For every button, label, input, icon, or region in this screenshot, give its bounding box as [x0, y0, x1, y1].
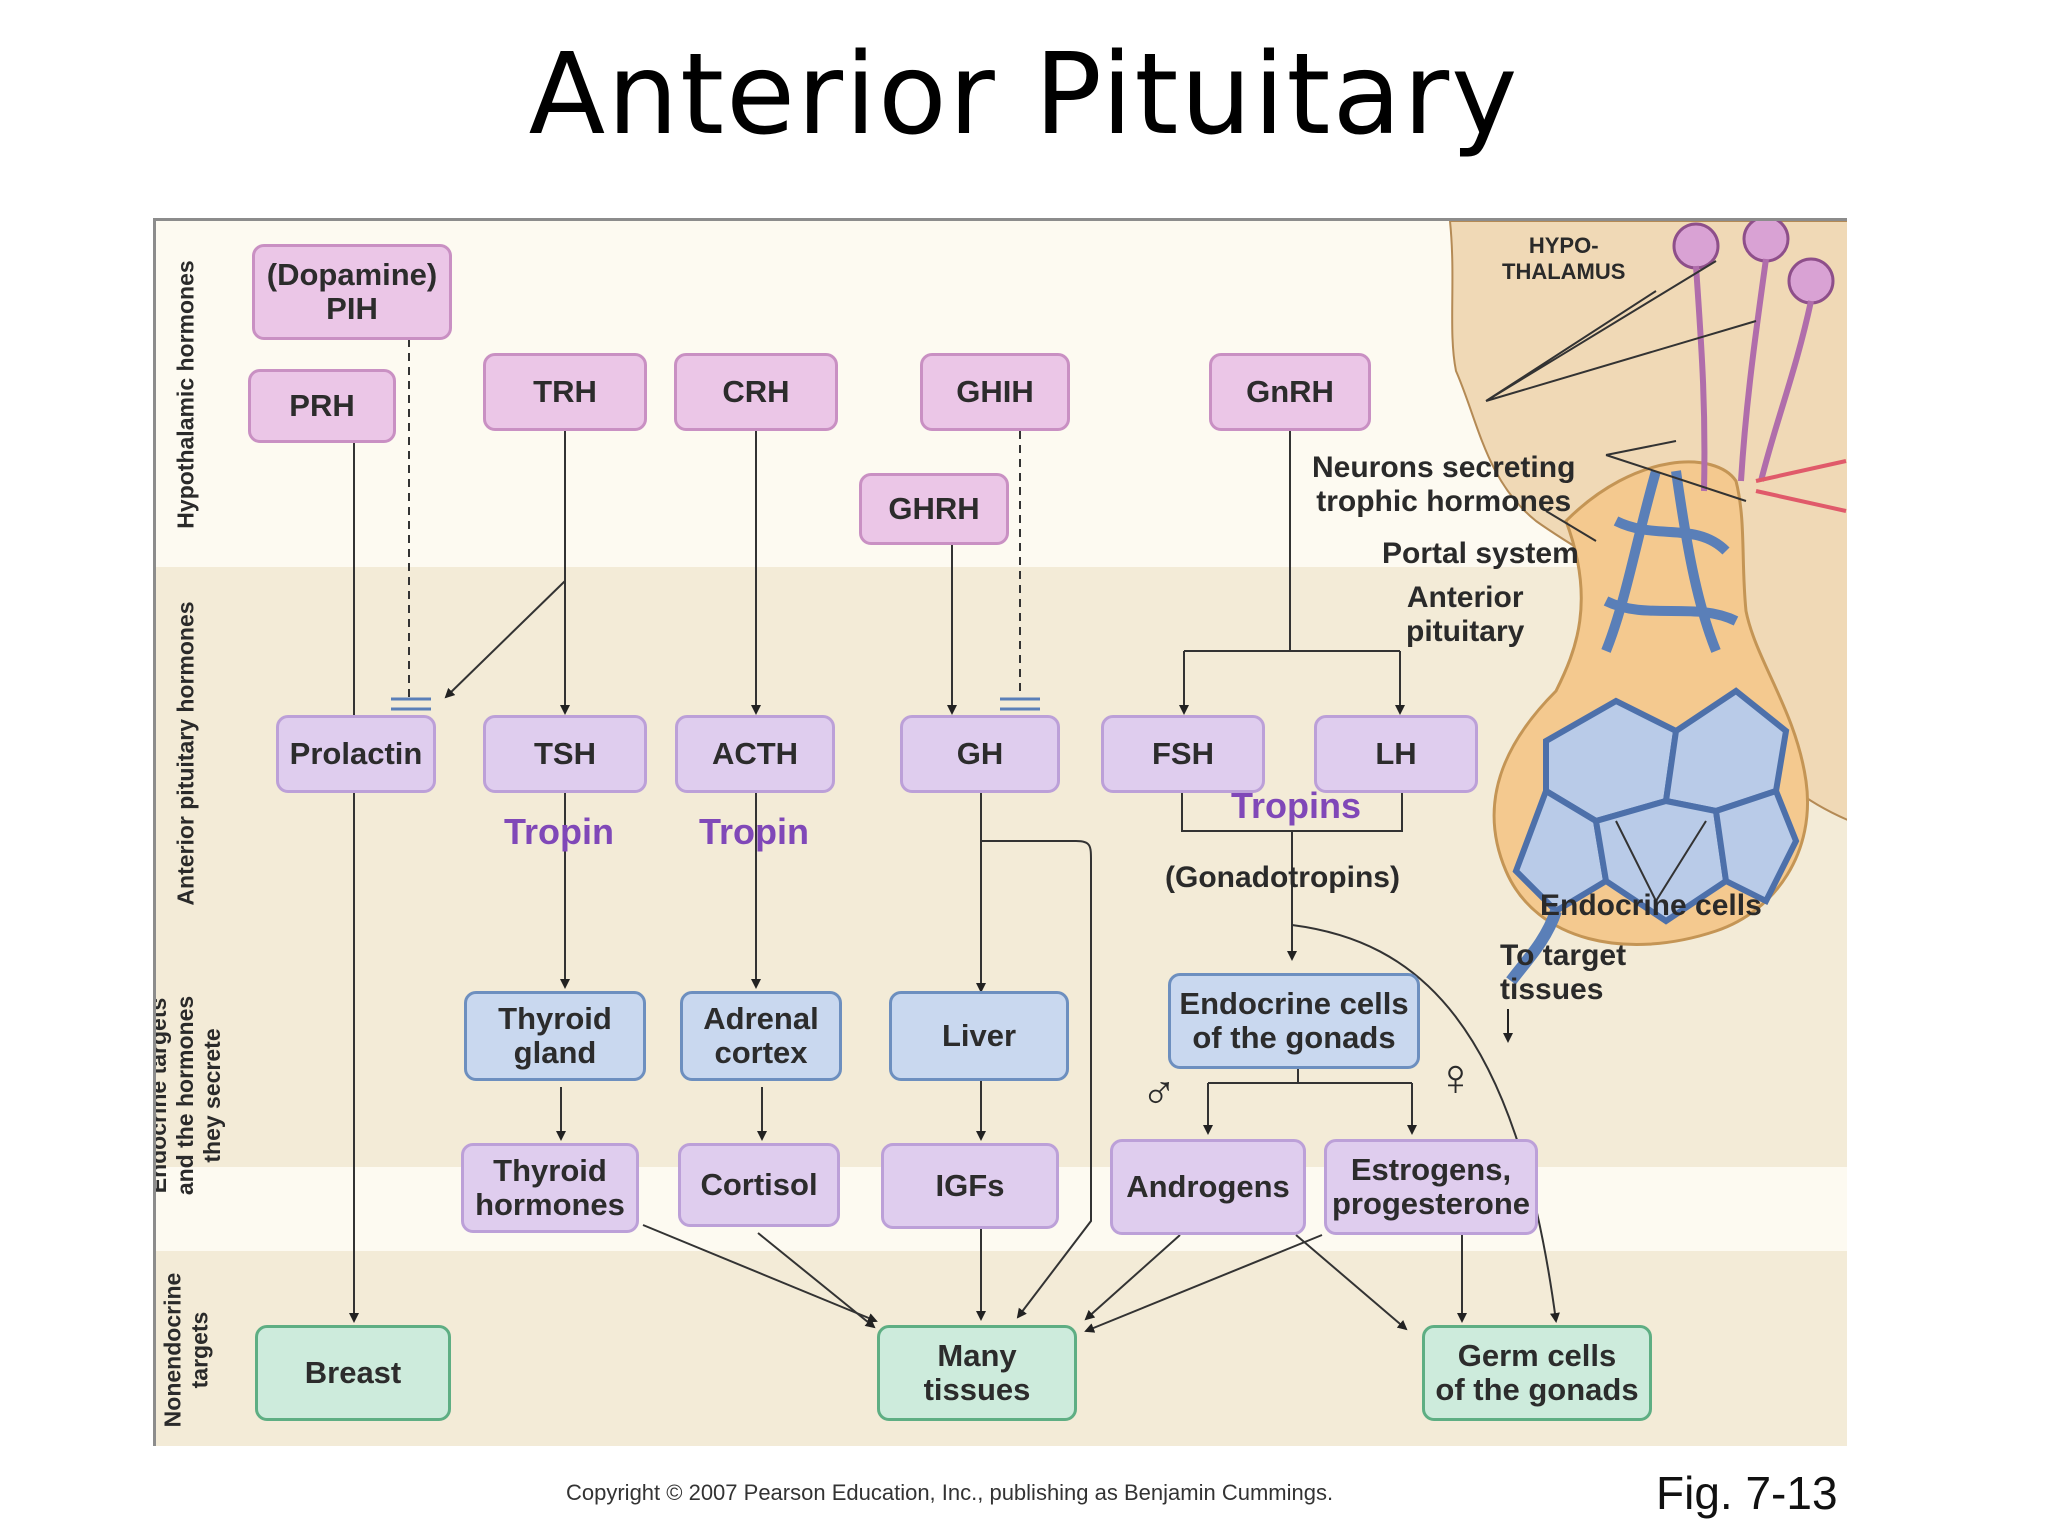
box-gonad-endocrine-cells: Endocrine cells of the gonads: [1168, 973, 1420, 1069]
tropin-label-tsh: Tropin: [504, 811, 614, 852]
box-crh: CRH: [674, 353, 838, 431]
box-gh: GH: [900, 715, 1060, 793]
neurons-label: Neurons secreting trophic hormones: [1312, 451, 1576, 518]
box-prh: PRH: [248, 369, 396, 443]
box-prolactin: Prolactin: [276, 715, 436, 793]
box-androgens: Androgens: [1110, 1139, 1306, 1235]
box-tsh: TSH: [483, 715, 647, 793]
slide-title: Anterior Pituitary: [528, 30, 1520, 160]
box-thyroid-hormones: Thyroid hormones: [461, 1143, 639, 1233]
box-liver: Liver: [889, 991, 1069, 1081]
figure-number: Fig. 7-13: [1656, 1467, 1838, 1519]
male-symbol: ♂: [1141, 1067, 1177, 1120]
box-lh: LH: [1314, 715, 1478, 793]
box-acth: ACTH: [675, 715, 835, 793]
box-estrogens-progesterone: Estrogens, progesterone: [1324, 1139, 1538, 1235]
box-adrenal-cortex: Adrenal cortex: [680, 991, 842, 1081]
portal-system-label: Portal system: [1382, 537, 1579, 570]
female-symbol: ♀: [1436, 1049, 1475, 1107]
box-ghih: GHIH: [920, 353, 1070, 431]
box-thyroid-gland: Thyroid gland: [464, 991, 646, 1081]
diagram-wiring: [349, 221, 1847, 1333]
box-cortisol: Cortisol: [678, 1143, 840, 1227]
box-many-tissues: Many tissues: [877, 1325, 1077, 1421]
pituitary-diagram: Hypothalamic hormones Anterior pituitary…: [153, 218, 1847, 1446]
hypothalamus-label: HYPO- THALAMUS: [1502, 233, 1626, 284]
box-pih: (Dopamine) PIH: [252, 244, 452, 340]
box-breast: Breast: [255, 1325, 451, 1421]
anatomy-illustration: [1448, 221, 1847, 1043]
copyright-notice: Copyright © 2007 Pearson Education, Inc.…: [566, 1480, 1334, 1505]
box-trh: TRH: [483, 353, 647, 431]
box-fsh: FSH: [1101, 715, 1265, 793]
tropin-label-gonadotropins: Tropins: [1231, 785, 1362, 826]
box-ghrh: GHRH: [859, 473, 1009, 545]
box-gnrh: GnRH: [1209, 353, 1371, 431]
gonadotropins-label: (Gonadotropins): [1165, 861, 1400, 894]
box-germ-cells: Germ cells of the gonads: [1422, 1325, 1652, 1421]
box-igfs: IGFs: [881, 1143, 1059, 1229]
tropin-label-acth: Tropin: [699, 811, 809, 852]
endocrine-cells-label: Endocrine cells: [1540, 889, 1762, 922]
to-target-tissues-label: To target tissues: [1500, 939, 1627, 1006]
anterior-pituitary-label: Anterior pituitary: [1406, 581, 1525, 648]
